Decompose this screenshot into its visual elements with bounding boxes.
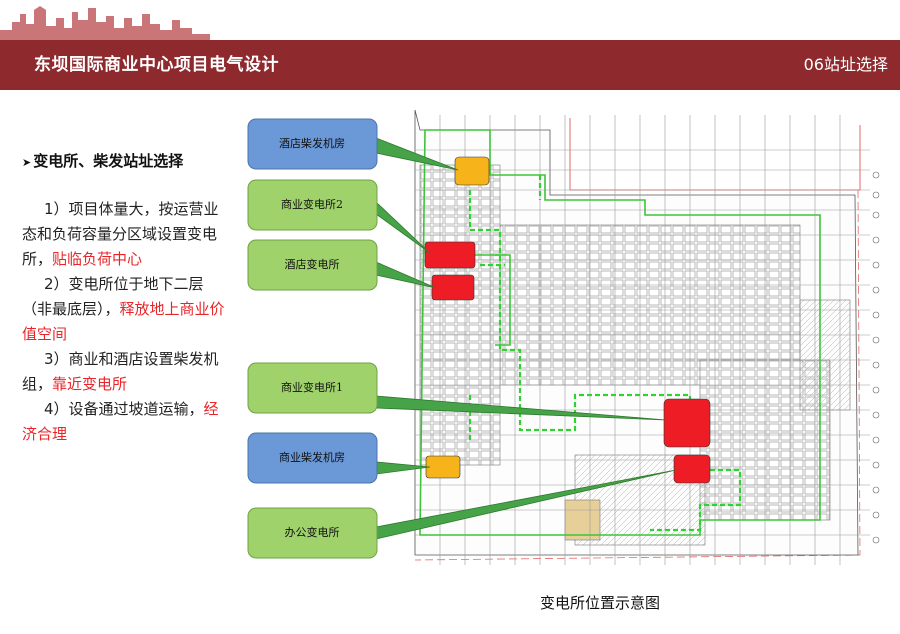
- callout-pointers: [375, 137, 677, 540]
- content-panel: ➤变电所、柴发站址选择 1）项目体量大，按运营业态和负荷容量分区域设置变电所，贴…: [22, 150, 232, 447]
- point-4: 4）设备通过坡道运输，经济合理: [22, 400, 219, 443]
- axis-markers: [872, 171, 880, 544]
- callout-office-substation: 办公变电所: [247, 507, 378, 559]
- grid-lines: [415, 115, 870, 565]
- section-label: 06站址选择: [803, 55, 888, 74]
- svg-text:商业变电所1: 商业变电所1: [281, 380, 343, 394]
- page-title: 东坝国际商业中心项目电气设计: [34, 55, 279, 75]
- hotel-generator-marker: [454, 156, 490, 186]
- green-dashed-routes: [468, 175, 742, 532]
- svg-text:商业变电所2: 商业变电所2: [281, 197, 343, 211]
- callout-commercial-substation-1: 商业变电所1: [247, 362, 378, 414]
- callout-commercial-substation-2: 商业变电所2: [247, 179, 378, 231]
- callout-hotel-substation: 酒店变电所: [247, 239, 378, 291]
- skyline-decoration: [0, 0, 900, 44]
- svg-text:酒店柴发机房: 酒店柴发机房: [279, 136, 345, 150]
- section-heading: ➤变电所、柴发站址选择: [22, 150, 232, 171]
- commercial-substation-1-marker: [663, 398, 711, 448]
- arrow-bullet-icon: ➤: [22, 156, 32, 169]
- callout-hotel-generator: 酒店柴发机房: [247, 118, 378, 170]
- callout-commercial-generator: 商业柴发机房: [247, 432, 378, 484]
- hotel-substation-marker: [431, 274, 475, 301]
- point-3: 3）商业和酒店设置柴发机组，靠近变电所: [22, 350, 219, 393]
- svg-text:酒店变电所: 酒店变电所: [285, 257, 340, 271]
- svg-text:办公变电所: 办公变电所: [285, 525, 340, 539]
- header-bar: 东坝国际商业中心项目电气设计 06站址选择: [0, 40, 900, 90]
- commercial-substation-2-marker: [424, 241, 476, 269]
- commercial-generator-marker: [425, 455, 461, 479]
- figure-caption: 变电所位置示意图: [539, 594, 660, 612]
- point-1: 1）项目体量大，按运营业态和负荷容量分区域设置变电所，贴临负荷中心: [22, 200, 219, 268]
- section-heading-text: 变电所、柴发站址选择: [33, 152, 184, 170]
- office-substation-marker: [673, 454, 711, 484]
- point-2: 2）变电所位于地下二层（非最底层），释放地上商业价值空间: [22, 275, 225, 343]
- svg-text:商业柴发机房: 商业柴发机房: [279, 450, 345, 464]
